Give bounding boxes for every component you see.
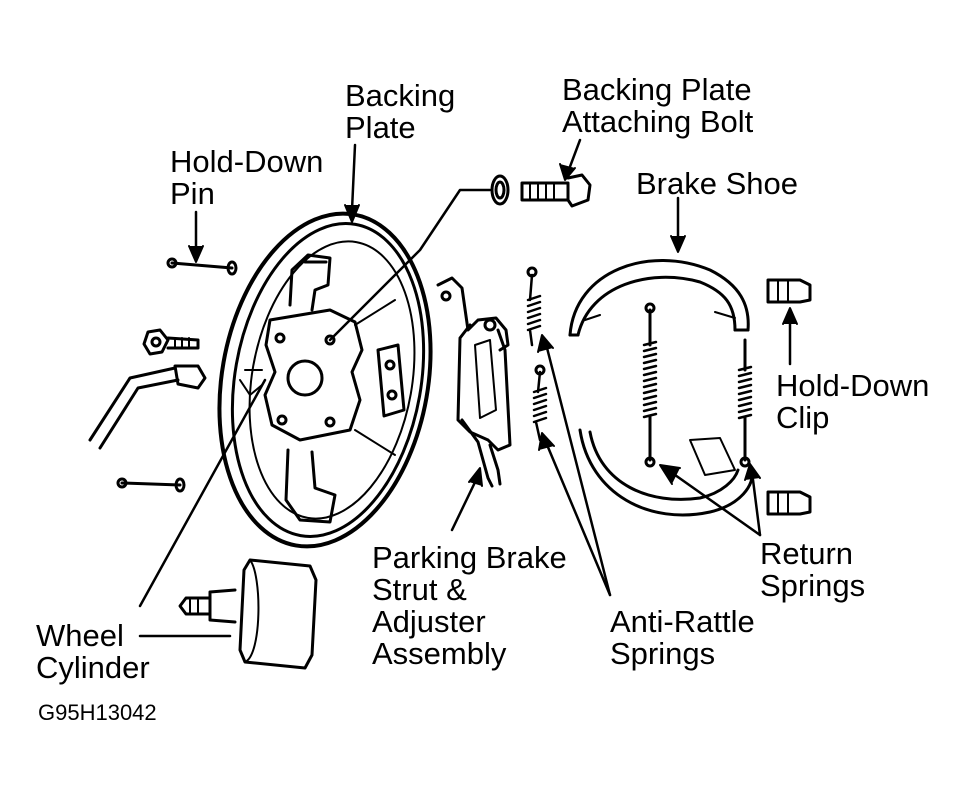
label-backing-plate: Backing Plate [345,80,455,144]
label-return-springs-line2: Springs [760,568,866,603]
label-wheel-cylinder-line1: Wheel [36,618,124,653]
hold-down-clip-part [766,278,812,516]
figure-id: G95H13042 [38,700,157,725]
label-parking-brake-line1: Parking Brake [372,540,567,575]
wheel-cylinder-part [178,558,318,670]
label-backing-plate-line1: Backing [345,78,456,113]
label-brake-shoe: Brake Shoe [636,168,798,200]
parking-brake-strut-part [436,276,512,488]
brake-shoe-part [568,258,754,517]
label-hold-down-clip-line1: Hold-Down [776,368,930,403]
label-attaching-bolt-line1: Backing Plate [562,72,752,107]
label-brake-shoe-line1: Brake Shoe [636,166,798,201]
label-anti-rattle-springs-line2: Springs [610,636,716,671]
label-hold-down-clip-line2: Clip [776,400,830,435]
label-wheel-cylinder: Wheel Cylinder [36,620,150,684]
leader-lines [138,138,798,638]
attaching-bolt-part [490,173,592,208]
hold-down-pins [116,257,238,493]
label-attaching-bolt: Backing Plate Attaching Bolt [562,74,753,138]
label-hold-down-pin-line2: Pin [170,176,215,211]
label-parking-brake-line2: Strut & [372,572,467,607]
label-hold-down-clip: Hold-Down Clip [776,370,929,434]
backing-plate-part [217,211,433,549]
label-hold-down-pin: Hold-Down Pin [170,146,323,210]
label-parking-brake: Parking Brake Strut & Adjuster Assembly [372,542,567,670]
label-parking-brake-line4: Assembly [372,636,507,671]
label-hold-down-pin-line1: Hold-Down [170,144,324,179]
label-return-springs: Return Springs [760,538,865,602]
label-return-springs-line1: Return [760,536,854,571]
label-parking-brake-line3: Adjuster [372,604,486,639]
anti-rattle-springs-part [526,266,548,442]
label-anti-rattle-springs: Anti-Rattle Springs [610,606,755,670]
label-backing-plate-line2: Plate [345,110,416,145]
label-attaching-bolt-line2: Attaching Bolt [562,104,754,139]
label-anti-rattle-springs-line1: Anti-Rattle [610,604,755,639]
left-bolt-and-brake-line [88,328,207,450]
label-wheel-cylinder-line2: Cylinder [36,650,150,685]
